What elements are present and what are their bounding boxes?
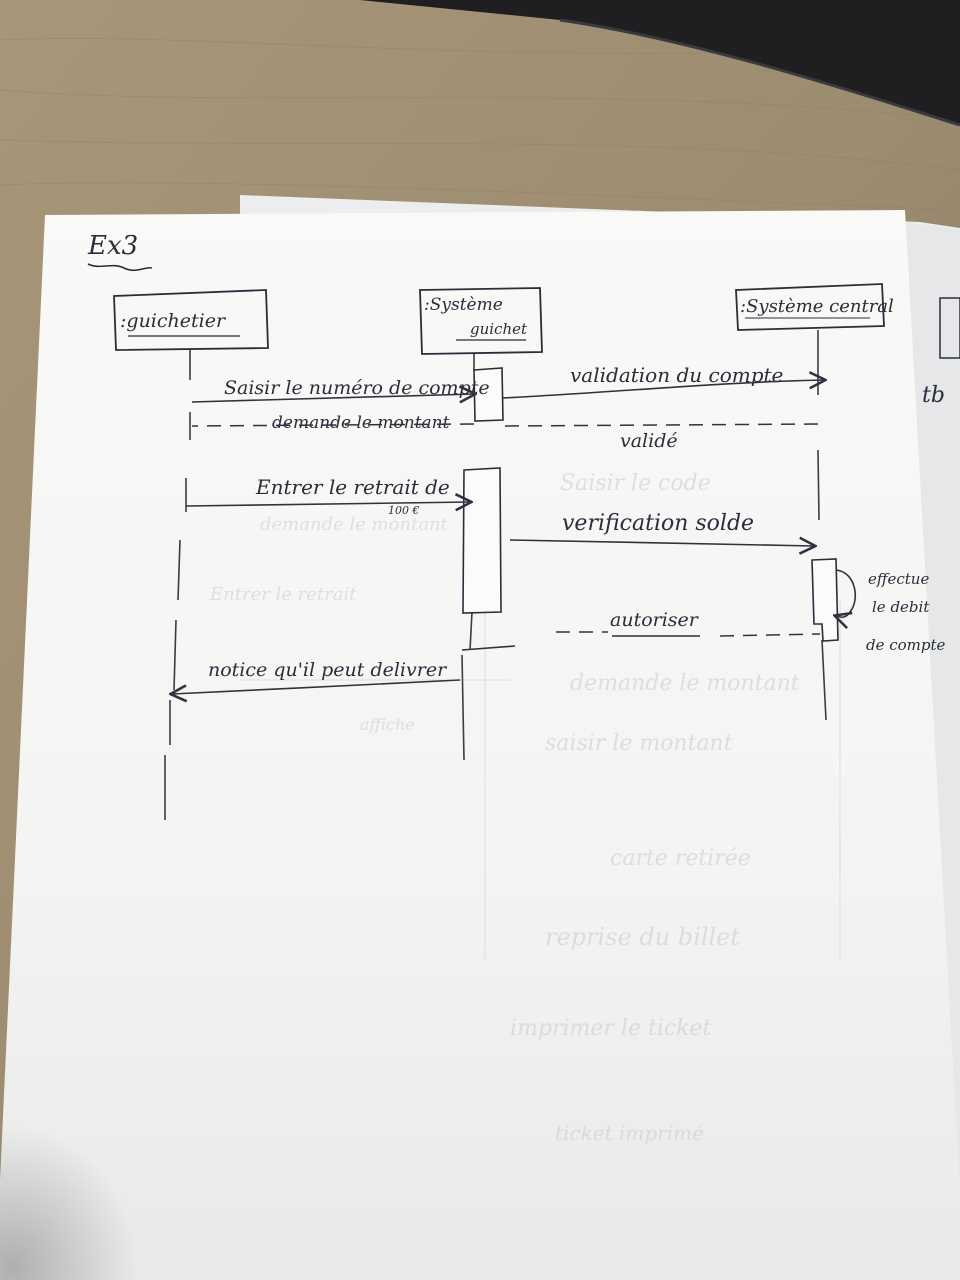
- svg-text:Saisir le code: Saisir le code: [560, 471, 711, 496]
- self-note-line2: le debit: [872, 598, 930, 616]
- self-note-line3: de compte: [866, 636, 946, 654]
- msg-demande-label: demande le montant: [272, 413, 450, 433]
- actor-systeme-guichet-label-1: :Système: [424, 295, 503, 315]
- activation-central: [811, 558, 839, 642]
- self-note: effectue le debit de compte: [866, 570, 946, 654]
- edge-fragment-text: tb: [922, 383, 945, 408]
- svg-text:reprise du billet: reprise du billet: [545, 923, 740, 951]
- svg-text:ticket imprimé: ticket imprimé: [555, 1121, 704, 1145]
- msg-verification-arrow: [509, 540, 814, 546]
- msg-notice-arrow: [172, 679, 461, 694]
- svg-text:demande le montant: demande le montant: [570, 671, 800, 696]
- actor-systeme-guichet: :Système guichet: [419, 287, 543, 355]
- msg-valide-line: [502, 423, 819, 427]
- diagram-title: Ex3: [87, 231, 138, 261]
- actor-guichetier: :guichetier: [113, 289, 269, 351]
- actor-systeme-central: :Système central: [735, 283, 894, 331]
- bleed-through-text: Saisir le code demande le montant Entrer…: [209, 471, 841, 1145]
- actor-systeme-guichet-label-2: guichet: [470, 320, 528, 338]
- dark-device: [360, 0, 960, 125]
- svg-text:affiche: affiche: [360, 715, 415, 734]
- svg-text:demande le montant: demande le montant: [260, 514, 449, 535]
- actor-guichetier-label: :guichetier: [120, 310, 227, 332]
- svg-text:saisir le montant: saisir le montant: [545, 731, 733, 756]
- msg-demande-line: [191, 423, 475, 427]
- svg-text:imprimer le ticket: imprimer le ticket: [510, 1016, 712, 1041]
- activation-guichet-2: [462, 467, 502, 614]
- msg-validation-arrow: [502, 380, 824, 399]
- msg-entrer-arrow: [185, 502, 470, 506]
- actor-systeme-central-label: :Système central: [740, 296, 894, 317]
- self-call-arrow: [836, 569, 857, 617]
- msg-entrer-label: Entrer le retrait de: [255, 475, 450, 499]
- lifeline-systeme-guichet: [461, 354, 475, 761]
- msg-autoriser-line: [556, 631, 821, 637]
- msg-entrer-amount: 100 €: [388, 504, 420, 517]
- svg-text:Entrer le retrait: Entrer le retrait: [209, 584, 357, 605]
- msg-saisir-arrow: [191, 394, 474, 402]
- lifeline-guichetier: [164, 350, 191, 820]
- msg-saisir-label: Saisir le numéro de compte: [224, 377, 490, 399]
- paper-sheet: [0, 210, 960, 1280]
- msg-valide-label: validé: [620, 430, 678, 452]
- msg-notice-label: notice qu'il peut delivrer: [208, 659, 448, 681]
- svg-text:carte retirée: carte retirée: [610, 846, 751, 871]
- self-note-line1: effectue: [868, 570, 929, 588]
- msg-verification-label: verification solde: [562, 511, 754, 536]
- msg-autoriser-label: autoriser: [610, 609, 700, 631]
- activation-guichet-1: [473, 367, 504, 422]
